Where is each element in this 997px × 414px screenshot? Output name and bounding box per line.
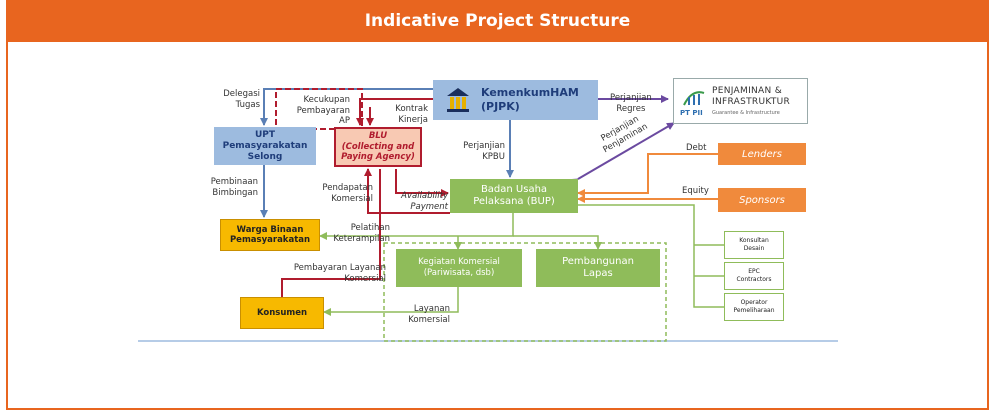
- label-pendapatan: Pendapatan Komersial: [322, 183, 373, 204]
- label-pembayaran-layanan: Pembayaran Layanan Komersial: [293, 263, 386, 284]
- operator-pemeliharaan-label: Operator Pemeliharaan: [733, 299, 775, 314]
- kemenkumham-label: KemenkumHAM (PJPK): [481, 86, 579, 113]
- dashed-scope-box: [383, 242, 667, 342]
- konsultan-desain-label: Konsultan Desain: [739, 237, 769, 252]
- slide-header: Indicative Project Structure: [6, 0, 989, 42]
- label-equity: Equity: [682, 186, 709, 196]
- slide-title: Indicative Project Structure: [364, 11, 631, 31]
- warga-binaan-label: Warga Binaan Pemasyarakatan: [229, 224, 311, 246]
- bup-label: Badan Usaha Pelaksana (BUP): [473, 184, 555, 207]
- label-regres: Perjanjian Regres: [610, 93, 652, 114]
- label-availability: Availability Payment: [401, 191, 448, 212]
- line-pendapatan: [364, 168, 450, 214]
- pt-pii-name: PENJAMINAN & INFRASTRUKTUR: [712, 86, 791, 107]
- line-availability: [395, 169, 449, 197]
- sponsors-box: Sponsors: [718, 188, 806, 212]
- konsumen-label: Konsumen: [256, 308, 308, 318]
- upt-label: UPT Pemasyarakatan Selong: [222, 129, 308, 162]
- line-layanan: [323, 287, 459, 316]
- warga-binaan-box: Warga Binaan Pemasyarakatan: [220, 219, 320, 251]
- connector-lines: [138, 88, 838, 342]
- pembangunan-lapas-label: Pembangunan Lapas: [562, 256, 634, 279]
- line-penjaminan: [569, 122, 675, 186]
- line-pembayaran-layanan: [281, 169, 381, 297]
- konsumen-box: Konsumen: [240, 297, 324, 329]
- epc-contractors-box: EPC Contractors: [724, 262, 784, 290]
- pt-pii-tagline: Guarantee & Infrastructure: [712, 110, 780, 116]
- bup-box: Badan Usaha Pelaksana (BUP): [450, 179, 578, 213]
- operator-pemeliharaan-box: Operator Pemeliharaan: [724, 293, 784, 321]
- upt-box: UPT Pemasyarakatan Selong: [214, 127, 316, 165]
- line-pembangunan: [513, 235, 602, 250]
- pt-pii-box: PT PII PENJAMINAN & INFRASTRUKTUR Guaran…: [673, 78, 808, 124]
- line-debt: [577, 153, 718, 197]
- line-kontrak: [356, 98, 433, 126]
- pt-pii-abbr: PT PII: [680, 109, 703, 117]
- blu-label: BLU (Collecting and Paying Agency): [341, 131, 415, 163]
- label-delegasi: Delegasi Tugas: [223, 89, 260, 110]
- lenders-label: Lenders: [742, 148, 782, 160]
- kemenkumham-logo-icon: [445, 86, 471, 114]
- label-layanan: Layanan Komersial: [408, 304, 450, 325]
- label-pembinaan: Pembinaan Bimbingan: [210, 177, 258, 198]
- konsultan-desain-box: Konsultan Desain: [724, 231, 784, 259]
- epc-contractors-label: EPC Contractors: [736, 268, 772, 283]
- label-pelatihan: Pelatihan Keterampilan: [333, 223, 390, 244]
- blu-box: BLU (Collecting and Paying Agency): [334, 127, 422, 167]
- line-contractors: [578, 204, 724, 308]
- lenders-box: Lenders: [718, 143, 806, 165]
- project-structure-diagram: KemenkumHAM (PJPK) PT PII PENJAMINAN & I…: [138, 71, 838, 343]
- pt-pii-logo-icon: [682, 87, 706, 107]
- label-kpbu: Perjanjian KPBU: [463, 141, 505, 162]
- label-kecukupan: Kecukupan Pembayaran AP: [296, 95, 350, 126]
- pembangunan-lapas-box: Pembangunan Lapas: [536, 249, 660, 287]
- label-kontrak: Kontrak Kinerja: [395, 104, 428, 125]
- kegiatan-komersial-box: Kegiatan Komersial (Pariwisata, dsb): [396, 249, 522, 287]
- kegiatan-komersial-label: Kegiatan Komersial (Pariwisata, dsb): [418, 257, 500, 278]
- line-delegasi: [260, 88, 433, 126]
- label-debt: Debt: [686, 143, 707, 153]
- kemenkumham-box: KemenkumHAM (PJPK): [433, 80, 598, 120]
- sponsors-label: Sponsors: [739, 194, 785, 206]
